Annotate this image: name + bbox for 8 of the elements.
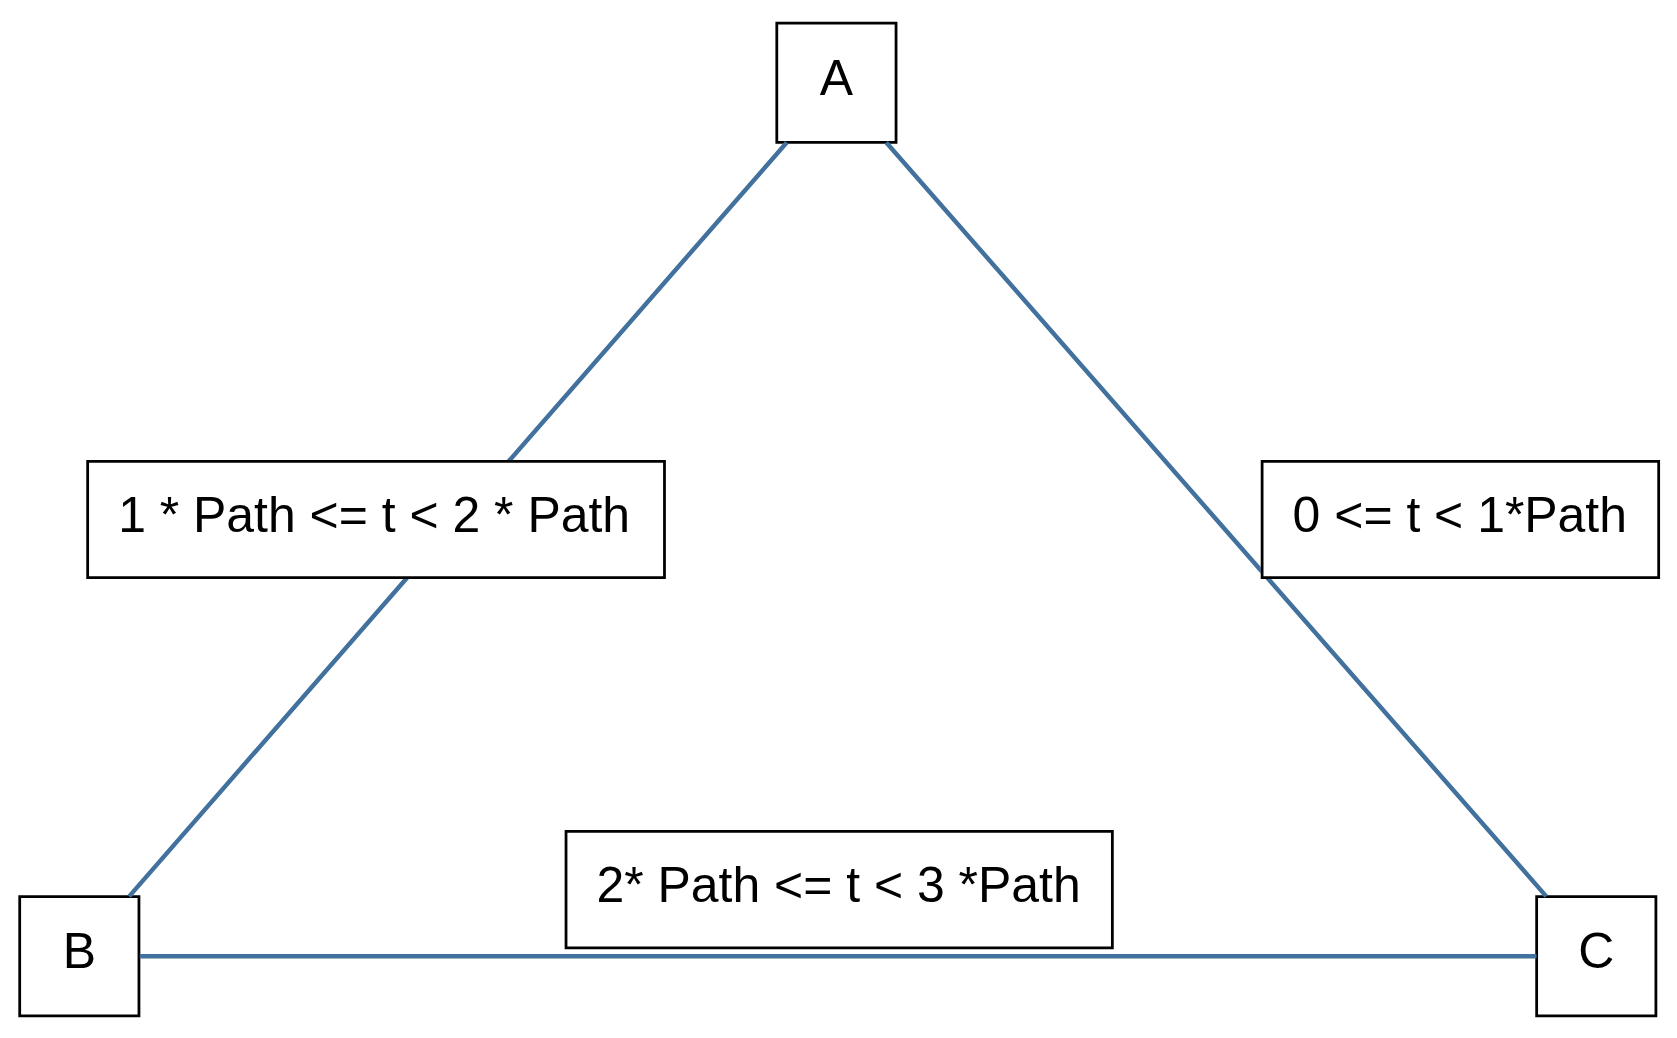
node-box: B xyxy=(18,894,141,1017)
edge-label: 2* Path <= t < 3 *Path xyxy=(596,856,1081,913)
edge-label: 1 * Path <= t < 2 * Path xyxy=(118,486,631,543)
node-box: C xyxy=(1535,894,1658,1017)
connector xyxy=(884,140,1548,898)
node-box: A xyxy=(775,21,898,144)
connector xyxy=(139,953,1537,958)
edge-label: 0 <= t < 1*Path xyxy=(1292,486,1627,543)
